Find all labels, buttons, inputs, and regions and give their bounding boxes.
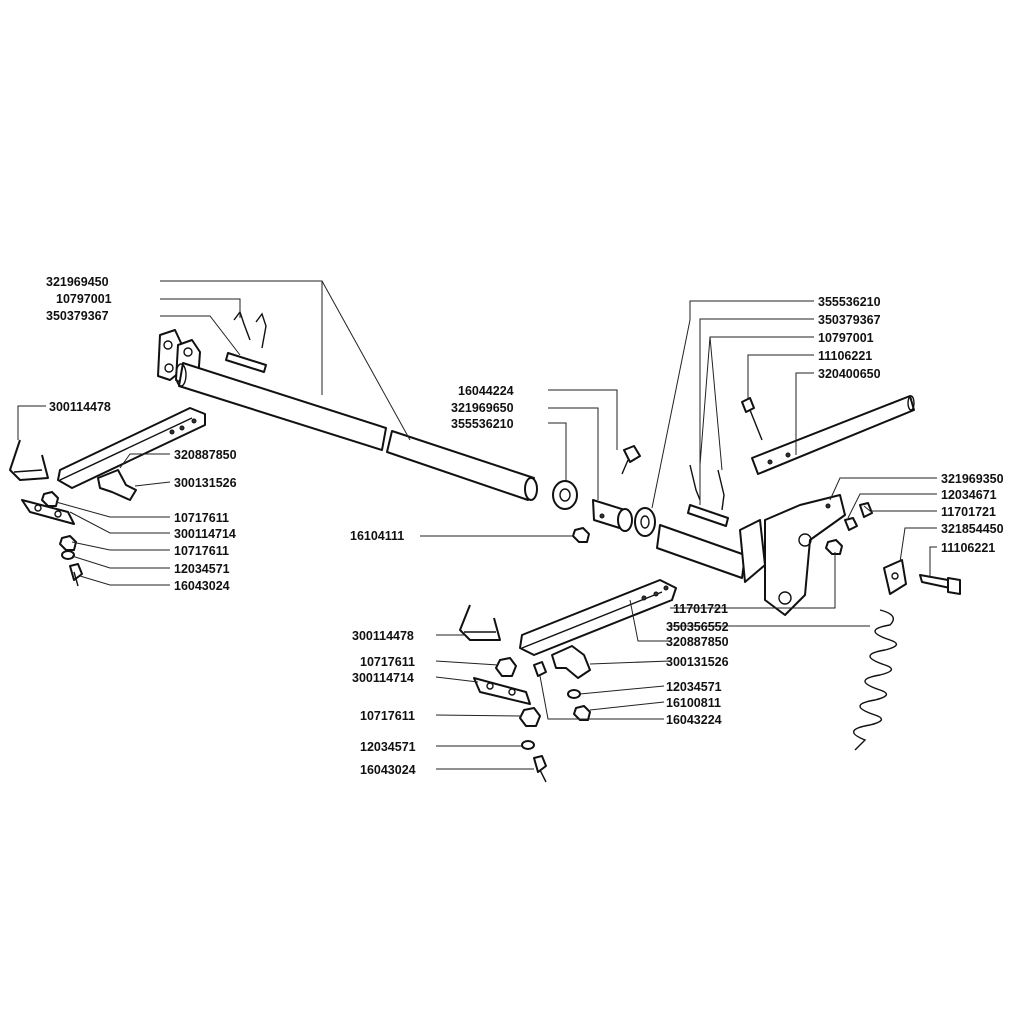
callout-c21: 321969350 xyxy=(941,472,1004,486)
left-arm-assembly-drawing xyxy=(9,407,206,587)
callout-c23: 11701721 xyxy=(941,505,996,519)
callout-c20: 320400650 xyxy=(818,367,881,381)
callout-c31: 10717611 xyxy=(360,655,415,669)
callout-c19: 11106221 xyxy=(818,349,872,363)
callout-c28: 320887850 xyxy=(666,635,729,649)
callout-c37: 12034571 xyxy=(360,740,416,754)
callout-c06: 300131526 xyxy=(174,476,237,490)
callout-c24: 321854450 xyxy=(941,522,1004,536)
callout-c26: 11701721 xyxy=(673,602,728,616)
right-arm-assembly-drawing xyxy=(656,395,961,751)
callout-c12: 16044224 xyxy=(458,384,514,398)
callout-c14: 355536210 xyxy=(451,417,514,431)
callout-c32: 300114714 xyxy=(352,671,414,685)
callout-c30: 300114478 xyxy=(352,629,414,643)
callout-c27: 350356552 xyxy=(666,620,729,634)
callout-c08: 300114714 xyxy=(174,527,236,541)
callout-c18: 10797001 xyxy=(818,331,874,345)
callout-c04: 300114478 xyxy=(49,400,111,414)
callout-c36: 10717611 xyxy=(360,709,415,723)
callout-c07: 10717611 xyxy=(174,511,229,525)
callout-c25: 11106221 xyxy=(941,541,995,555)
callout-c38: 16043024 xyxy=(360,763,416,777)
lower-arm-assembly-drawing xyxy=(459,579,677,783)
center-hardware-drawing xyxy=(552,445,656,543)
callout-c16: 355536210 xyxy=(818,295,881,309)
callout-c33: 12034571 xyxy=(666,680,722,694)
callout-c03: 350379367 xyxy=(46,309,109,323)
leader-lines xyxy=(17,280,937,770)
callout-c29: 300131526 xyxy=(666,655,729,669)
callout-c15: 16104111 xyxy=(350,529,404,543)
callout-c13: 321969650 xyxy=(451,401,514,415)
callout-c05: 320887850 xyxy=(174,448,237,462)
main-shaft-drawing xyxy=(157,310,538,501)
callout-c10: 12034571 xyxy=(174,562,230,576)
part-number-labels: 321969450 10797001 350379367 300114478 3… xyxy=(46,275,1004,777)
callout-c34: 16100811 xyxy=(666,696,721,710)
callout-c11: 16043024 xyxy=(174,579,230,593)
callout-c01: 321969450 xyxy=(46,275,109,289)
callout-c09: 10717611 xyxy=(174,544,229,558)
callout-c02: 10797001 xyxy=(56,292,112,306)
callout-c22: 12034671 xyxy=(941,488,997,502)
callout-c17: 350379367 xyxy=(818,313,881,327)
callout-c35: 16043224 xyxy=(666,713,722,727)
